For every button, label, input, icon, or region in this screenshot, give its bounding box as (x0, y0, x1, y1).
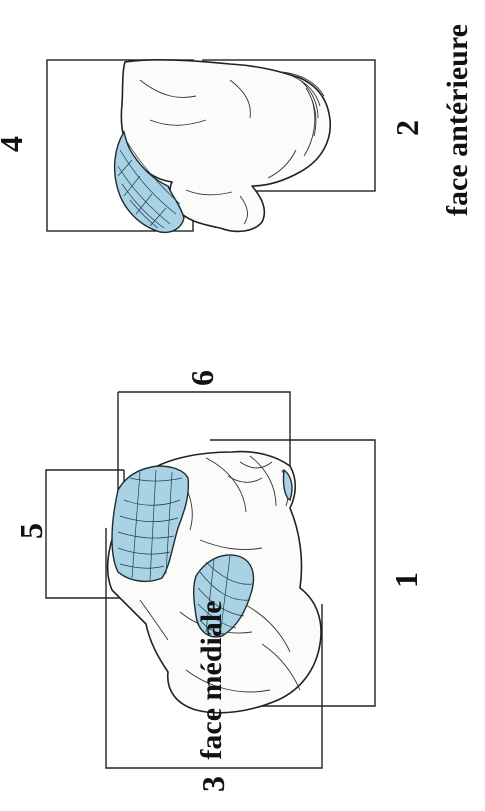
label-2: 2 (389, 120, 425, 136)
label-1: 1 (388, 572, 424, 588)
label-3: 3 (195, 776, 231, 792)
label-6: 6 (184, 370, 220, 386)
anterior-view (47, 60, 375, 233)
caption-anterior: face antérieure (441, 24, 474, 216)
caption-medial: face médiale (195, 600, 228, 759)
label-4: 4 (0, 136, 29, 152)
label-5: 5 (13, 523, 49, 539)
